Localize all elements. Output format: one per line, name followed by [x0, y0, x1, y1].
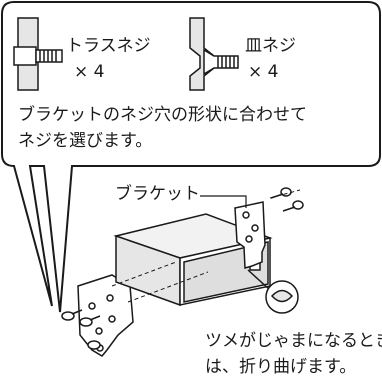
bracket-note-line-1: ブラケットのネジ穴の形状に合わせて	[18, 105, 307, 125]
truss-screw-qty: × 4	[74, 62, 105, 82]
claw-detail	[247, 269, 299, 314]
screw-set-left	[61, 309, 101, 350]
claw-note-line-2: は、折り曲げます。	[205, 357, 357, 377]
claw-note-line-1: ツメがじゃまになるとき	[205, 331, 382, 351]
pan-screw-qty: × 4	[248, 62, 279, 82]
screw-set-right	[270, 187, 304, 212]
bracket-label-leader	[200, 195, 247, 208]
left-bracket	[77, 274, 134, 357]
callout-bubble	[1, 1, 381, 313]
right-bracket	[234, 201, 266, 269]
bracket-label: ブラケット	[115, 184, 200, 204]
truss-screw-label: トラスネジ	[66, 36, 151, 56]
truss-screw-icon	[13, 17, 63, 91]
car-unit	[113, 213, 273, 307]
pan-screw-label: 皿ネジ	[245, 36, 296, 56]
bracket-note-line-2: ネジを選びます。	[18, 131, 153, 151]
pan-screw-icon	[189, 17, 239, 91]
assembly-guide-lines	[111, 189, 301, 303]
